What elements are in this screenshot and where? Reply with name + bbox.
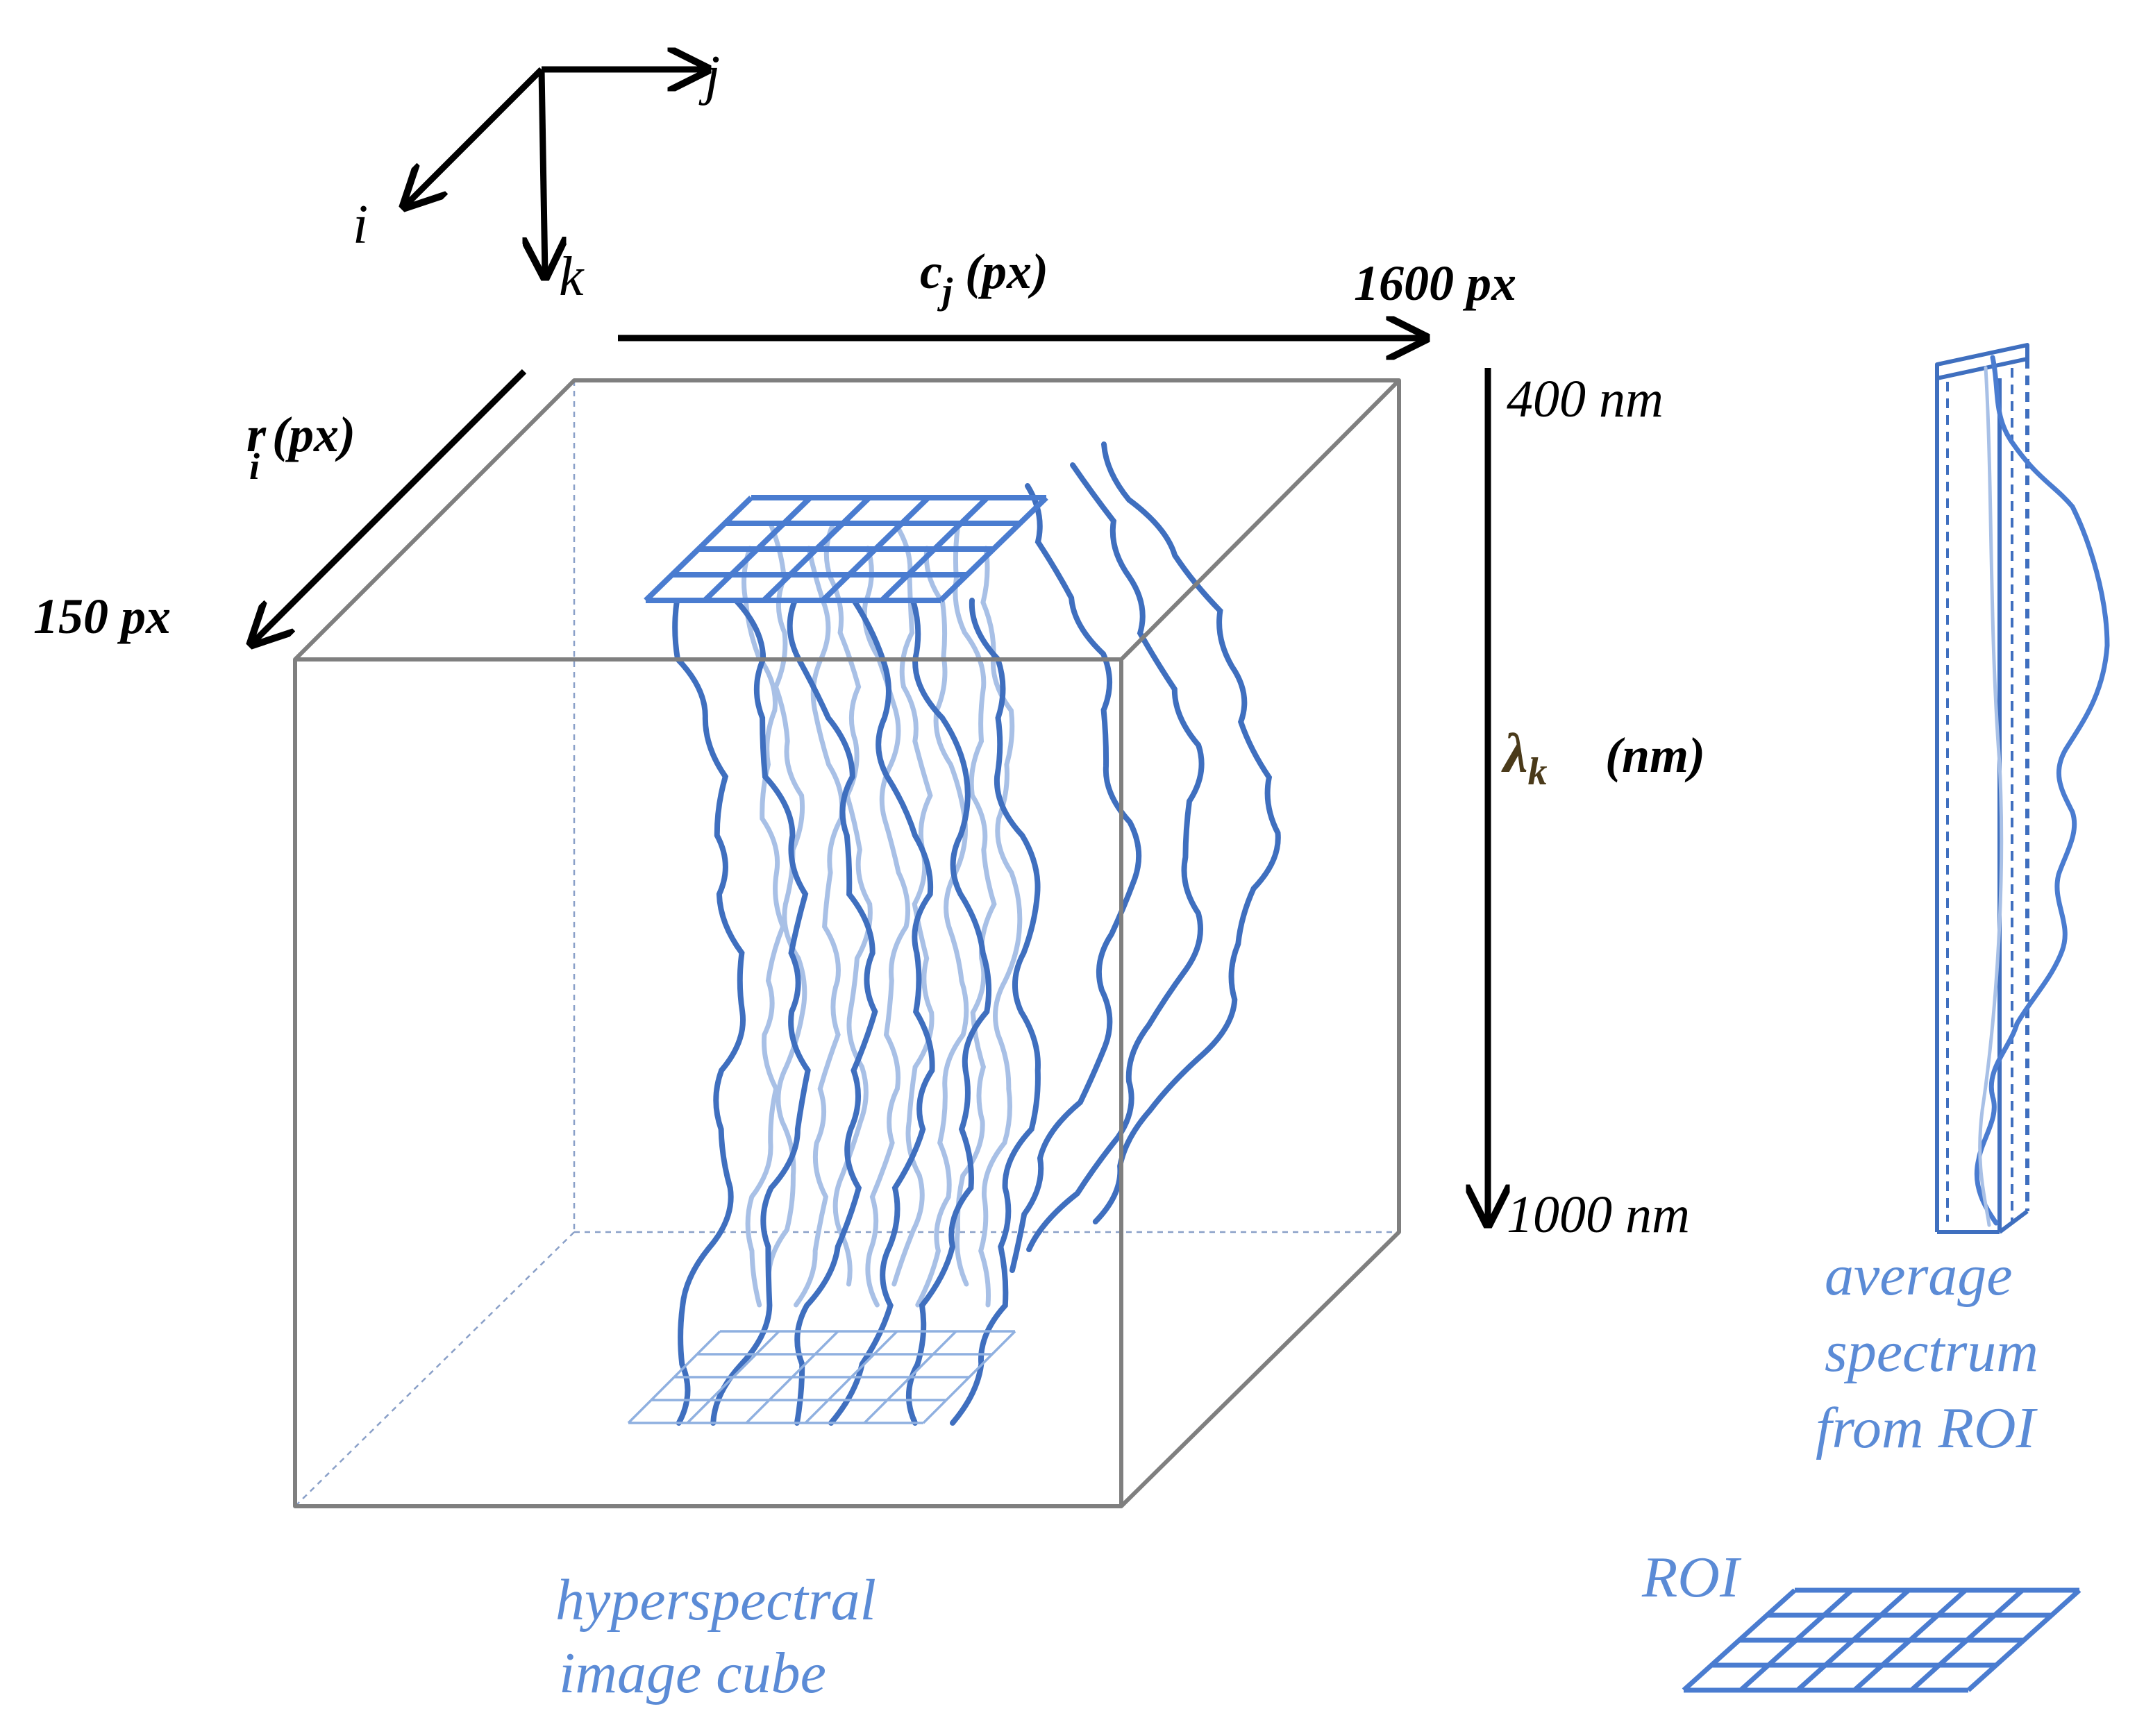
wavelength-start-label: 400 nm xyxy=(1507,370,1664,428)
roi-grid-bottom xyxy=(627,1330,1016,1424)
row-axis-max: 150 px xyxy=(33,589,171,644)
roi-grid-top xyxy=(644,495,1048,603)
roi-grid-line xyxy=(1966,1588,2081,1692)
roi-grid-top-line xyxy=(880,496,989,602)
roi-grid-line xyxy=(1909,1588,2025,1692)
spectrum-curves-light xyxy=(742,521,1023,1308)
spectrum-curve xyxy=(1092,441,1281,1224)
average-spectrum-curve-light xyxy=(1978,366,2004,1227)
triad-i-label: i xyxy=(353,194,368,255)
roi-grid-bottom-line xyxy=(627,1330,721,1424)
roi-grid-top-line xyxy=(762,496,871,602)
roi-grid-top-line xyxy=(703,496,812,602)
roi-grid-line xyxy=(1682,1588,1797,1692)
roi-grid-top-line xyxy=(644,496,753,602)
triad-j-label: j xyxy=(698,45,720,106)
spectrum-curve-light xyxy=(953,521,997,1287)
spectrum-curves-dark xyxy=(672,441,1281,1426)
spectrum-curve xyxy=(1026,462,1205,1252)
spectrum-label: average spectrum from ROI xyxy=(1816,1243,2053,1460)
roi-grid-line xyxy=(1852,1588,1968,1692)
wavelength-axis-label: λk xyxy=(1501,723,1548,793)
cube-top-face xyxy=(293,378,1401,661)
wavelength-axis-unit: (nm) xyxy=(1605,727,1705,783)
spectrum-curve xyxy=(1010,483,1142,1273)
spectrum-curve xyxy=(672,598,746,1426)
roi-grid-bottom-line xyxy=(745,1330,839,1424)
triad-k-arrow xyxy=(542,69,545,274)
spectrum-curve xyxy=(905,598,992,1426)
roi-grid-line xyxy=(1795,1588,1911,1692)
cube-label: hyperspectral image cube xyxy=(555,1568,891,1705)
roi-grid-bottom-line xyxy=(863,1330,957,1424)
roi-grid xyxy=(1682,1587,2081,1693)
spectrum-curve xyxy=(828,598,935,1426)
roi-label: ROI xyxy=(1641,1545,1742,1610)
roi-grid-bottom-line xyxy=(922,1330,1016,1424)
roi-grid-top-line xyxy=(821,496,930,602)
spectrum-curve-light xyxy=(915,546,969,1308)
cube-hidden-edges xyxy=(294,380,1399,1507)
cube-right-face xyxy=(1119,380,1401,1508)
spectrum-curve-light xyxy=(978,546,1023,1308)
bar-top-face xyxy=(1935,343,2029,380)
axis-triad xyxy=(406,69,705,274)
spectrum-curve-light xyxy=(862,546,911,1308)
row-axis-arrow xyxy=(253,369,527,642)
triad-k-label: k xyxy=(559,246,585,307)
spectrum-curve-light xyxy=(794,546,845,1308)
roi-grid-top-line xyxy=(939,496,1048,602)
spectrum-curve xyxy=(950,598,1041,1426)
roi-grid-bottom-line xyxy=(804,1330,898,1424)
triad-i-arrow xyxy=(406,67,544,205)
roi-grid-line xyxy=(1739,1588,1854,1692)
hyperspectral-cube xyxy=(293,378,1401,1508)
spectrum-curve-light xyxy=(891,521,935,1287)
average-spectrum-curve xyxy=(1974,355,2110,1226)
roi-grid-bottom-line xyxy=(686,1330,780,1424)
spectrum-curve-light xyxy=(742,546,786,1308)
spectrum-curve xyxy=(710,598,811,1426)
cube-front-face xyxy=(293,657,1123,1508)
column-axis-max: 1600 px xyxy=(1354,255,1516,311)
wavelength-end-label: 1000 nm xyxy=(1507,1186,1690,1244)
spectrum-curve xyxy=(787,598,878,1426)
column-axis-label: cj (px) xyxy=(920,244,1048,312)
